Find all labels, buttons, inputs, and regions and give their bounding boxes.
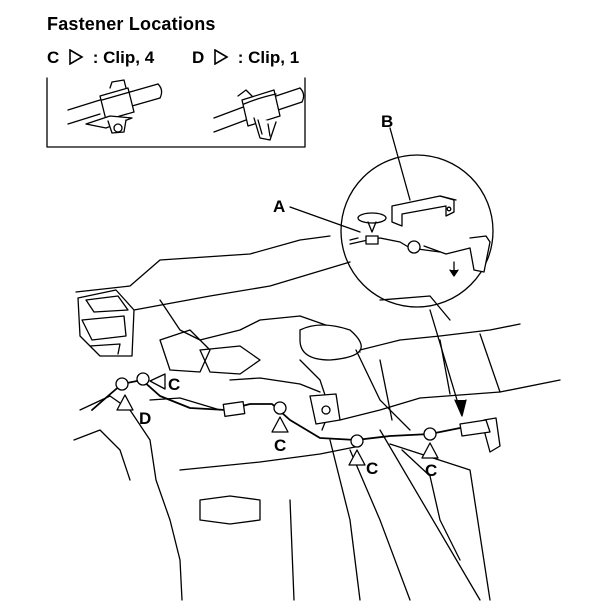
pointer-c1-icon: [149, 373, 166, 390]
clip-d1-ring: [115, 377, 129, 391]
pointer-c2-icon: [271, 416, 289, 433]
diagram-title: Fastener Locations: [47, 14, 216, 34]
clip-c-illustration: [67, 79, 163, 134]
triangle-pointer-icon: [69, 49, 84, 66]
legend-box: [46, 77, 306, 148]
clip-c2-label: C: [274, 436, 286, 455]
legend-text-c: : Clip, 4: [92, 48, 155, 67]
clip-c4-label: C: [425, 461, 437, 480]
detail-leader-line: [429, 309, 461, 411]
clip-c3-ring: [350, 434, 364, 448]
detail-contents: [349, 195, 491, 277]
clip-c3-label: C: [366, 459, 378, 478]
callout-b-leader: [389, 127, 411, 201]
legend-letter-d: D: [192, 48, 205, 67]
vehicle-body-outline: [73, 235, 561, 601]
callout-a-label: A: [273, 197, 285, 216]
clip-c4-ring: [423, 427, 437, 441]
clip-c2-ring: [273, 401, 287, 415]
clip-c1-ring: [136, 372, 150, 386]
release-cable: [91, 379, 485, 441]
legend-letter-c: C: [47, 48, 60, 67]
cable-junction: [222, 401, 246, 417]
triangle-pointer-icon: [214, 49, 229, 66]
legend-clip-d: D : Clip, 1: [192, 48, 299, 68]
callout-b-label: B: [381, 112, 393, 131]
clip-d1-label: D: [139, 409, 151, 428]
callout-a-leader: [289, 206, 361, 233]
detail-magnifier-circle: [340, 154, 494, 308]
pointer-c4-icon: [421, 442, 439, 459]
pointer-d1-icon: [116, 394, 134, 411]
legend-text-d: : Clip, 1: [237, 48, 300, 67]
legend-clip-c: C : Clip, 4: [47, 48, 154, 68]
clip-d-illustration: [213, 87, 305, 141]
pointer-c3-icon: [348, 449, 366, 466]
clip-c1-label: C: [168, 375, 180, 394]
